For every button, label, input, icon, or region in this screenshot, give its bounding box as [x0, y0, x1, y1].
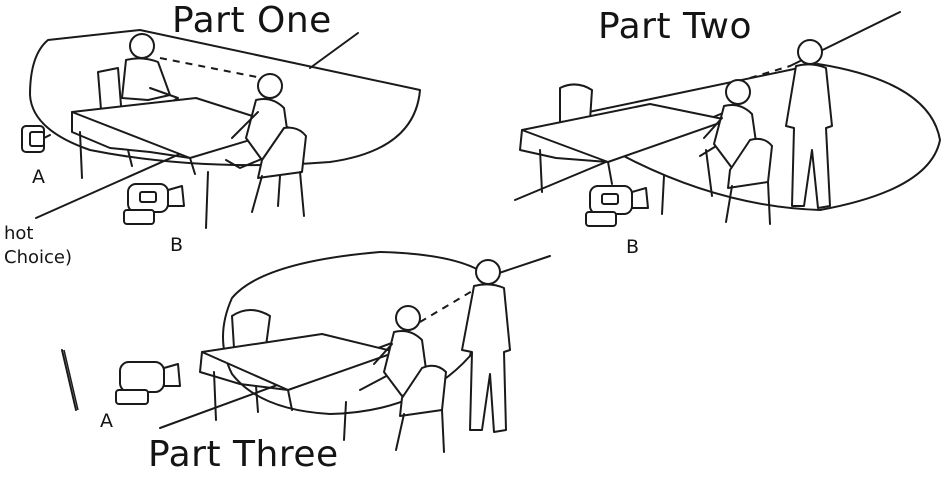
- part-three-camera-a-icon: [116, 362, 180, 404]
- part-one-note-line2: Choice): [4, 246, 72, 270]
- part-three-light-stand-edge: [64, 350, 78, 410]
- part-one-camera-a-icon: [22, 126, 50, 152]
- part-three-camera-a-label: A: [100, 410, 113, 432]
- part-one-scene: [22, 30, 420, 228]
- part-two-title: Part Two: [598, 6, 752, 47]
- part-one-camera-a-label: A: [32, 166, 45, 188]
- part-three-title: Part Three: [148, 434, 339, 475]
- part-three-light-stand: [62, 350, 76, 410]
- part-two-camera-b-icon: [586, 186, 648, 226]
- part-two-camera-b-label: B: [626, 236, 639, 258]
- part-one-note-line1: hot: [4, 222, 33, 246]
- part-one-camera-b-label: B: [170, 234, 183, 256]
- part-one-camera-b-icon: [124, 184, 184, 224]
- part-three-scene: [62, 252, 550, 452]
- part-three-table: [200, 334, 396, 440]
- part-one-title: Part One: [172, 0, 332, 41]
